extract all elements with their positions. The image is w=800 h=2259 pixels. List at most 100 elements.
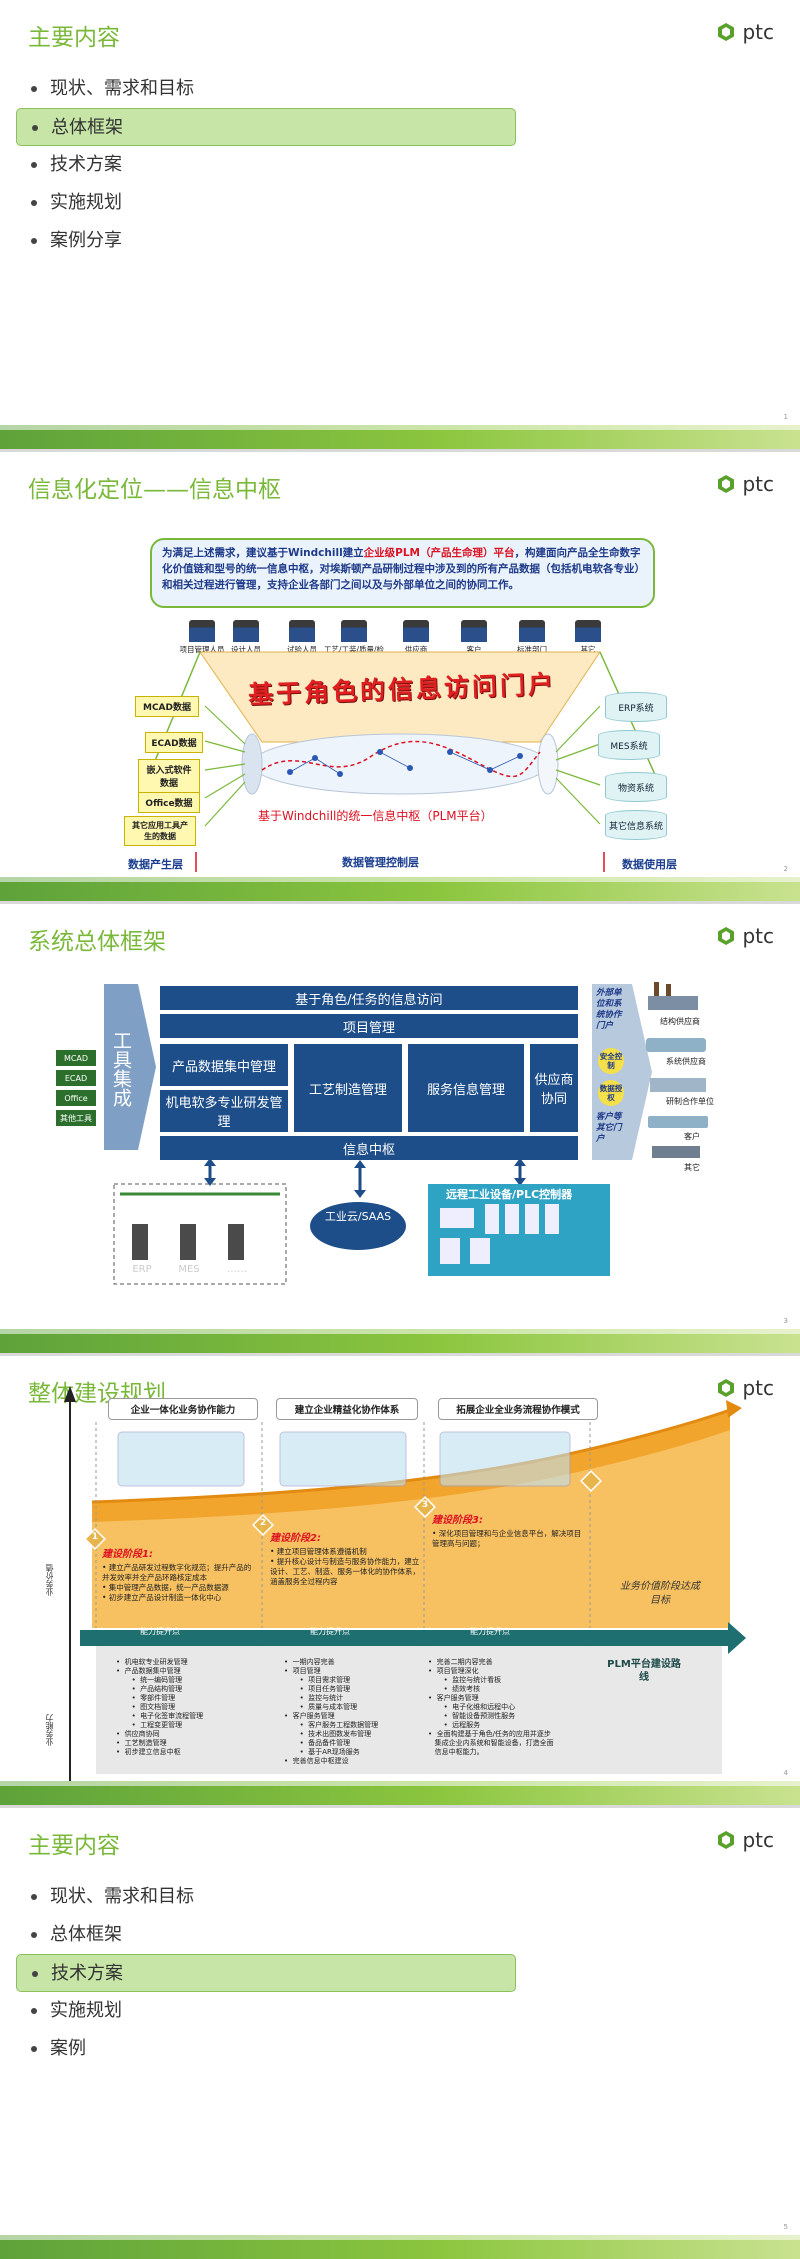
stage-head-3: 拓展企业全业务流程协作模式 bbox=[438, 1398, 598, 1420]
source-ecad: ECAD数据 bbox=[145, 732, 203, 753]
process-manufacturing-block: 工艺制造管理 bbox=[294, 1044, 402, 1132]
tag-mcad: MCAD bbox=[56, 1050, 96, 1066]
roadmap-graphic bbox=[64, 1386, 746, 1786]
ptc-logo-icon bbox=[718, 1831, 735, 1849]
capability-list-1: • 机电软专业研发管理 • 产品数据集中管理 • 统一编码管理 • 产品结构管理… bbox=[116, 1658, 204, 1756]
service-info-block: 服务信息管理 bbox=[408, 1044, 524, 1132]
hub-label: 基于Windchill的统一信息中枢（PLM平台） bbox=[258, 809, 493, 823]
ptc-logo-icon bbox=[718, 927, 735, 945]
tool-integration-label: 工具集成 bbox=[110, 1031, 132, 1107]
role-project-manager: 项目管理人员 bbox=[170, 620, 234, 655]
stage-head-1: 企业一体化业务协作能力 bbox=[108, 1398, 258, 1420]
external-portal-text: 外部单位和系统协作门户 bbox=[596, 988, 622, 1031]
building-system-supplier: 系统供应商 bbox=[666, 1057, 706, 1066]
person-icon bbox=[519, 620, 545, 642]
supplier-collab-block: 供应商协同 bbox=[530, 1044, 578, 1132]
dest-material: 物资系统 bbox=[605, 772, 667, 802]
role-other: 其它 bbox=[556, 620, 620, 655]
footer-bar bbox=[0, 425, 800, 449]
slide-title: 系统总体框架 bbox=[28, 929, 166, 955]
person-icon bbox=[289, 620, 315, 642]
slide-1: 主要内容 ptc 现状、需求和目标 总体框架 技术方案 实施规划 案例分享 1 bbox=[0, 0, 800, 449]
page-number: 5 bbox=[783, 2223, 788, 2231]
person-icon bbox=[461, 620, 487, 642]
dest-mes: MES系统 bbox=[598, 730, 660, 760]
role-customer: 客户 bbox=[442, 620, 506, 655]
ptc-logo: ptc bbox=[716, 20, 774, 44]
building-partner: 研制合作单位 bbox=[666, 1097, 714, 1106]
stage-head-2: 建立企业精益化协作体系 bbox=[276, 1398, 418, 1420]
band-label-1: 能力提升点 bbox=[140, 1627, 180, 1636]
slide-2: 信息化定位——信息中枢 ptc 为满足上述需求，建议基于Windchill建立企… bbox=[0, 452, 800, 901]
page-number: 3 bbox=[783, 1317, 788, 1325]
ptc-logo: ptc bbox=[716, 472, 774, 496]
agenda-item[interactable]: 现状、需求和目标 bbox=[16, 70, 516, 108]
building-structure-supplier: 结构供应商 bbox=[660, 1017, 700, 1026]
industrial-cloud: 工业云/SAAS bbox=[324, 1210, 392, 1223]
agenda-item-active[interactable]: 总体框架 bbox=[16, 108, 516, 146]
agenda-item[interactable]: 总体框架 bbox=[16, 1916, 516, 1954]
stage-text-2: 建设阶段2:• 建立项目管理体系遵循机制 • 提升核心设计与制造与服务协作能力，… bbox=[270, 1533, 420, 1587]
agenda-item[interactable]: 实施规划 bbox=[16, 184, 516, 222]
capability-list-3: • 完善二期内容完善 • 项目管理深化 • 监控与统计看板 • 绩效考核 • 客… bbox=[428, 1658, 554, 1756]
person-icon bbox=[341, 620, 367, 642]
building-customer: 客户 bbox=[684, 1132, 700, 1141]
page-number: 2 bbox=[783, 865, 788, 873]
ptc-logo-icon bbox=[718, 475, 735, 493]
security-badge: 安全控制 bbox=[598, 1048, 624, 1074]
dest-other: 其它信息系统 bbox=[605, 810, 667, 840]
agenda-item[interactable]: 案例 bbox=[16, 2030, 516, 2068]
source-mcad: MCAD数据 bbox=[135, 696, 199, 717]
slide-3: 系统总体框架 ptc MCAD ECAD Office 其他工具 工具集成 基于… bbox=[0, 904, 800, 1353]
person-icon bbox=[233, 620, 259, 642]
source-other: 其它应用工具产生的数据 bbox=[124, 816, 196, 846]
agenda-item[interactable]: 现状、需求和目标 bbox=[16, 1878, 516, 1916]
ptc-logo: ptc bbox=[716, 1828, 774, 1852]
system-more: …… bbox=[227, 1264, 247, 1275]
tool-integration-arrow bbox=[104, 984, 156, 1150]
ptc-logo: ptc bbox=[716, 1376, 774, 1400]
buildings bbox=[646, 982, 708, 1158]
capability-list-2: • 一期内容完善 • 项目管理 • 项目需求管理 • 项目任务管理 • 监控与统… bbox=[284, 1658, 379, 1765]
slide-title: 主要内容 bbox=[28, 1833, 120, 1859]
band-label-3: 能力提升点 bbox=[470, 1627, 510, 1636]
role-supplier: 供应商 bbox=[384, 620, 448, 655]
agenda-item[interactable]: 实施规划 bbox=[16, 1992, 516, 2030]
building-other: 其它 bbox=[684, 1163, 700, 1172]
remote-plc-label: 远程工业设备/PLC控制器 bbox=[446, 1188, 573, 1201]
tag-other-tools: 其他工具 bbox=[56, 1110, 96, 1126]
milestone-3: 3 bbox=[421, 1500, 429, 1510]
ptc-logo: ptc bbox=[716, 924, 774, 948]
multi-discipline-block: 机电软多专业研发管理 bbox=[160, 1090, 288, 1132]
agenda-item[interactable]: 案例分享 bbox=[16, 222, 516, 260]
footer-bar bbox=[0, 1329, 800, 1353]
business-value-goal: 业务价值阶段达成目标 bbox=[620, 1581, 700, 1606]
intro-callout: 为满足上述需求，建议基于Windchill建立企业级PLM（产品生命理）平台，构… bbox=[150, 538, 655, 608]
person-icon bbox=[189, 620, 215, 642]
ptc-logo-icon bbox=[718, 23, 735, 41]
role-designer: 设计人员 bbox=[214, 620, 278, 655]
layer-manage: 数据管理控制层 bbox=[342, 856, 419, 869]
source-office: Office数据 bbox=[138, 792, 200, 813]
milestone-2: 2 bbox=[259, 1518, 267, 1528]
agenda-item-active[interactable]: 技术方案 bbox=[16, 1954, 516, 1992]
pdm-block: 产品数据集中管理 bbox=[160, 1044, 288, 1086]
layer-use: 数据使用层 bbox=[622, 858, 677, 871]
footer-bar bbox=[0, 877, 800, 901]
project-management-bar: 项目管理 bbox=[160, 1014, 578, 1038]
source-embedded: 嵌入式软件数据 bbox=[138, 759, 200, 793]
tag-office: Office bbox=[56, 1090, 96, 1106]
dest-erp: ERP系统 bbox=[605, 692, 667, 722]
role-tester: 试验人员 bbox=[270, 620, 334, 655]
page-number: 4 bbox=[783, 1769, 788, 1777]
slide-title: 主要内容 bbox=[28, 25, 120, 51]
axis-business-capability: 业务能力 bbox=[45, 1714, 54, 1746]
slide-title: 信息化定位——信息中枢 bbox=[28, 477, 281, 503]
info-hub-bar: 信息中枢 bbox=[160, 1136, 578, 1160]
agenda-item[interactable]: 技术方案 bbox=[16, 146, 516, 184]
page-number: 1 bbox=[783, 413, 788, 421]
agenda-list: 现状、需求和目标 总体框架 技术方案 实施规划 案例 bbox=[16, 1878, 516, 2068]
band-label-2: 能力提升点 bbox=[310, 1627, 350, 1636]
hub-diagram bbox=[139, 651, 666, 872]
tag-ecad: ECAD bbox=[56, 1070, 96, 1086]
